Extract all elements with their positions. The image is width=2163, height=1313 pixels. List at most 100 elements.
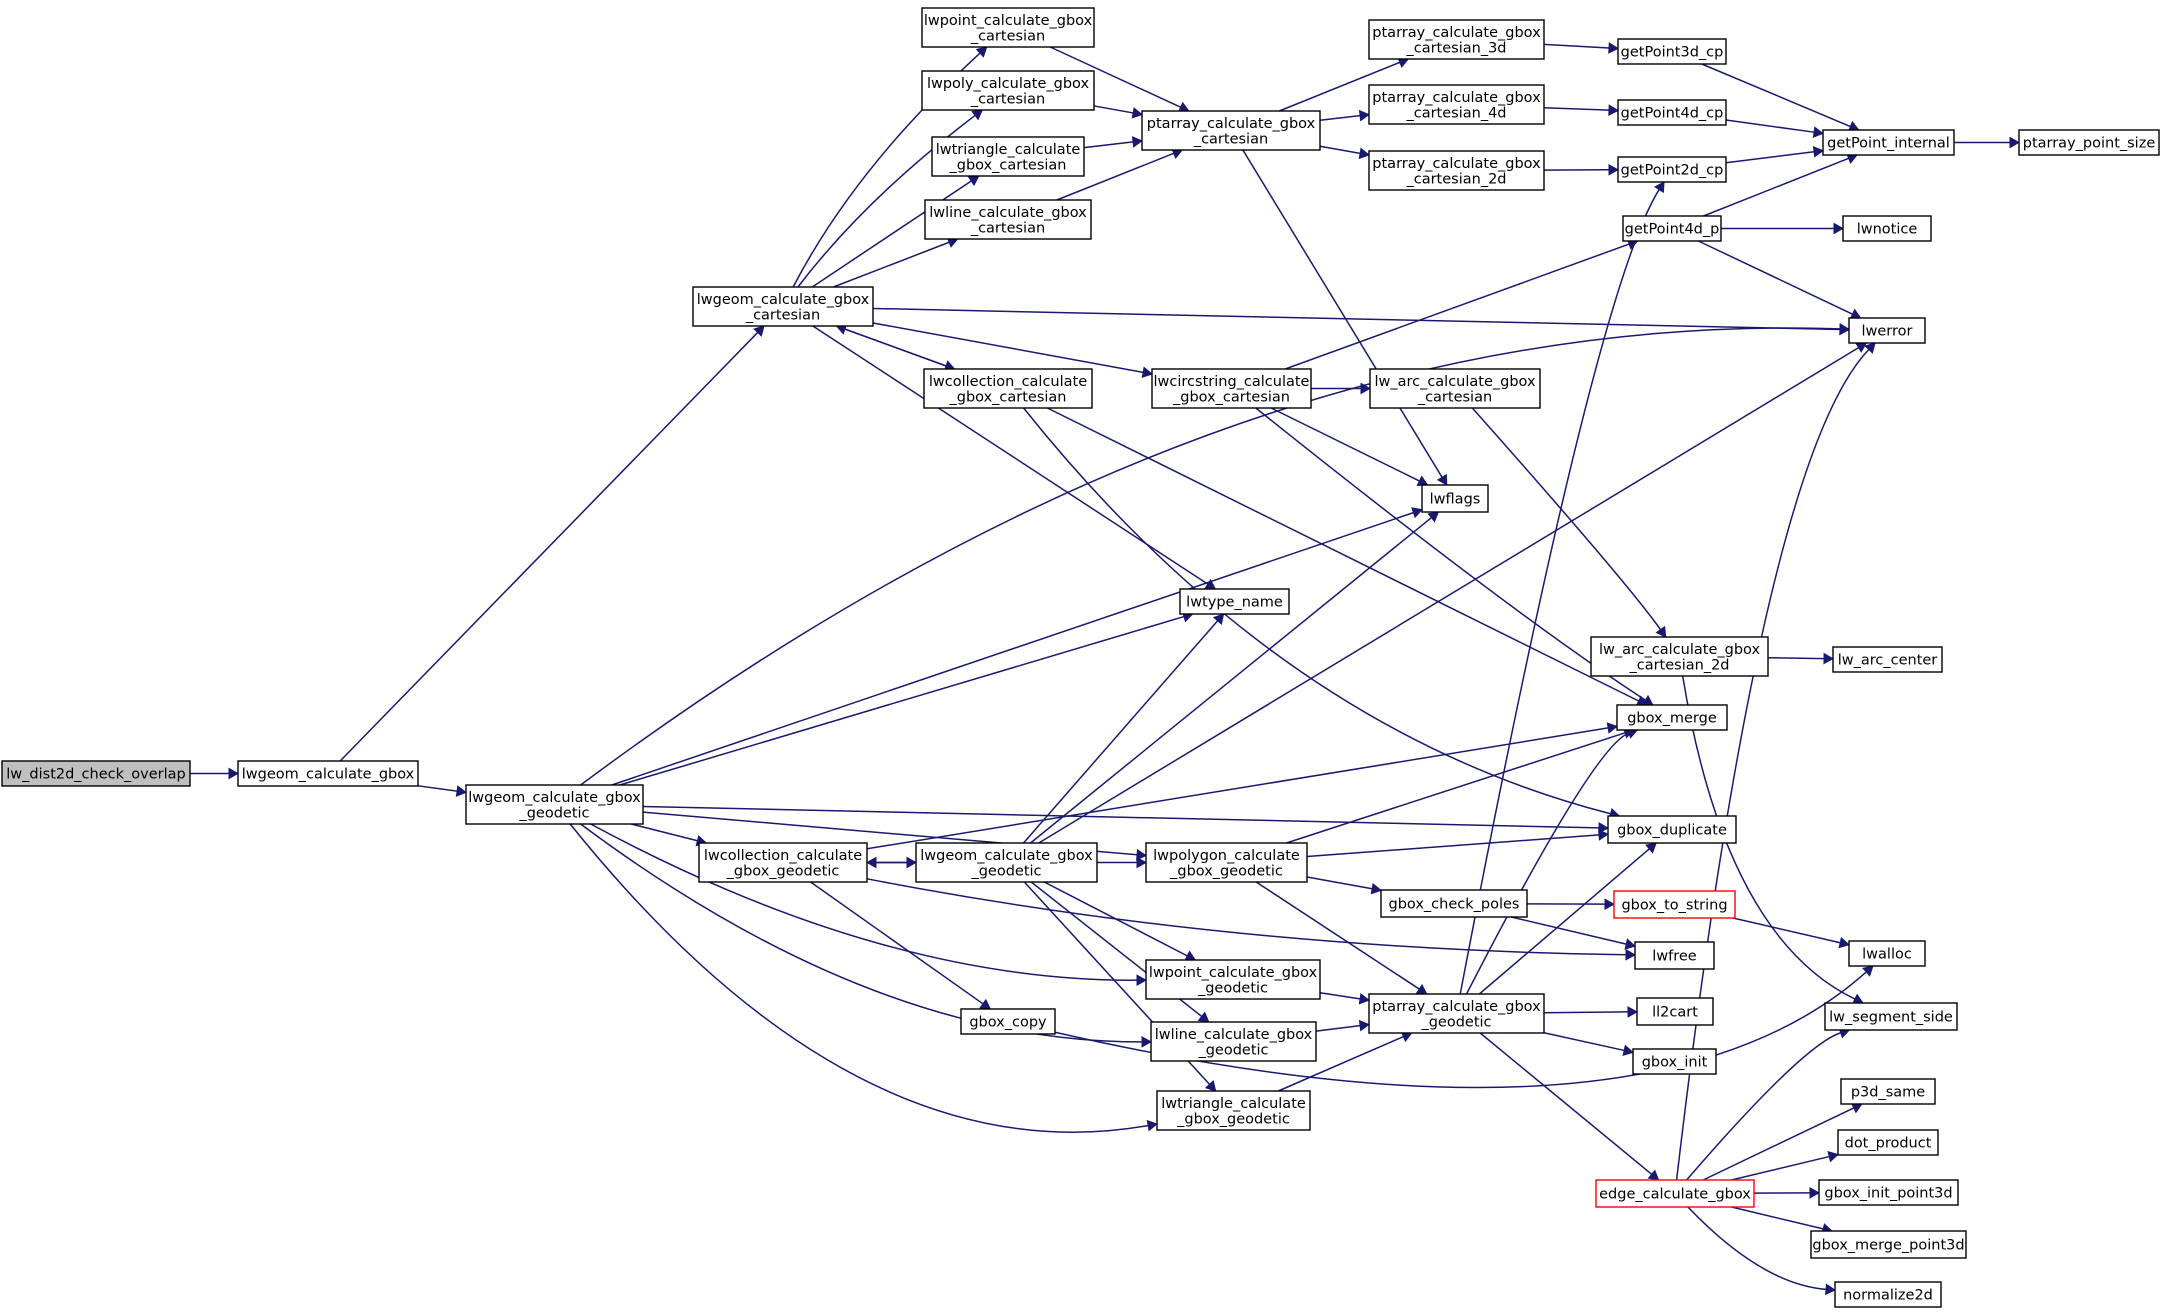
node-gbox-copy[interactable]: gbox_copy [960,1008,1056,1035]
node-gbox-to-string[interactable]: gbox_to_string [1613,890,1736,919]
node-box[interactable] [1634,941,1715,970]
node-getPoint4d-cp[interactable]: getPoint4d_cp [1617,99,1727,126]
node-box[interactable] [923,368,1093,409]
node-box[interactable] [1607,815,1737,844]
node-box[interactable] [1,760,191,787]
node-lwcollection-calculate-gbox-cartesian[interactable]: lwcollection_calculate_gbox_cartesian [923,368,1093,409]
node-lwtype-name[interactable]: lwtype_name [1179,588,1290,615]
node-box[interactable] [1145,959,1321,1000]
node-box[interactable] [1824,1002,1958,1031]
node-box[interactable] [1368,150,1545,191]
node-box[interactable] [921,7,1095,48]
node-gbox-init[interactable]: gbox_init [1632,1048,1717,1075]
node-lw-arc-center[interactable]: lw_arc_center [1832,646,1943,673]
node-lwalloc[interactable]: lwalloc [1848,940,1926,967]
node-box[interactable] [1145,842,1308,883]
node-box[interactable] [1368,84,1545,125]
node-ptarray-calculate-gbox-cartesian-3d[interactable]: ptarray_calculate_gbox_cartesian_3d [1368,19,1545,60]
node-ptarray-calculate-gbox-cartesian-4d[interactable]: ptarray_calculate_gbox_cartesian_4d [1368,84,1545,125]
node-box[interactable] [1848,317,1926,344]
node-lwgeom-calculate-gbox[interactable]: lwgeom_calculate_gbox [237,760,419,787]
node-box[interactable] [1617,99,1727,126]
node-box[interactable] [1156,1090,1311,1131]
node-box[interactable] [237,760,419,787]
node-edge-calculate-gbox[interactable]: edge_calculate_gbox [1595,1179,1755,1208]
node-box[interactable] [931,136,1085,177]
node-box[interactable] [1632,1048,1717,1075]
node-box[interactable] [1622,215,1722,242]
node-ptarray-calculate-gbox-cartesian[interactable]: ptarray_calculate_gbox_cartesian [1141,110,1321,151]
node-getPoint2d-cp[interactable]: getPoint2d_cp [1617,156,1727,183]
node-lwtriangle-calculate-gbox-cartesian[interactable]: lwtriangle_calculate_gbox_cartesian [931,136,1085,177]
node-lwpoint-calculate-gbox-cartesian[interactable]: lwpoint_calculate_gbox_cartesian [921,7,1095,48]
node-box[interactable] [1141,110,1321,151]
node-ptarray-point-size[interactable]: ptarray_point_size [2018,129,2160,156]
node-lwpoint-calculate-gbox-geodetic[interactable]: lwpoint_calculate_gbox_geodetic [1145,959,1321,1000]
node-box[interactable] [1810,1230,1967,1259]
node-box[interactable] [1617,156,1727,183]
node-box[interactable] [1822,129,1955,156]
node-box[interactable] [1617,38,1727,65]
node-gbox-merge-point3d[interactable]: gbox_merge_point3d [1810,1230,1967,1259]
node-ptarray-calculate-gbox-cartesian-2d[interactable]: ptarray_calculate_gbox_cartesian_2d [1368,150,1545,191]
node-getPoint3d-cp[interactable]: getPoint3d_cp [1617,38,1727,65]
node-box[interactable] [1368,993,1545,1034]
node-box[interactable] [1151,368,1312,409]
node-box[interactable] [465,784,644,825]
node-dot-product[interactable]: dot_product [1837,1129,1939,1156]
node-box[interactable] [692,286,874,327]
node-box[interactable] [1595,1179,1755,1208]
node-lw-dist2d-check-overlap[interactable]: lw_dist2d_check_overlap [1,760,191,787]
node-box[interactable] [1380,889,1528,918]
node-box[interactable] [1636,997,1714,1026]
node-gbox-check-poles[interactable]: gbox_check_poles [1380,889,1528,918]
node-gbox-merge[interactable]: gbox_merge [1616,704,1728,731]
node-lwerror[interactable]: lwerror [1848,317,1926,344]
node-box[interactable] [915,842,1098,883]
node-gbox-duplicate[interactable]: gbox_duplicate [1607,815,1737,844]
node-box[interactable] [1368,19,1545,60]
node-box[interactable] [1613,890,1736,919]
node-box[interactable] [1840,1078,1936,1105]
node-lwgeom-calculate-gbox-geodetic[interactable]: lwgeom_calculate_gbox_geodetic [465,784,644,825]
node-lwpolygon-calculate-gbox-geodetic[interactable]: lwpolygon_calculate_gbox_geodetic [1145,842,1308,883]
node-box[interactable] [1616,704,1728,731]
node-lwpoly-calculate-gbox-cartesian[interactable]: lwpoly_calculate_gbox_cartesian [921,70,1095,111]
node-gbox-init-point3d[interactable]: gbox_init_point3d [1818,1179,1959,1206]
node-box[interactable] [1590,636,1769,677]
node-lwgeom-calculate-gbox-geodetic2[interactable]: lwgeom_calculate_gbox_geodetic [915,842,1098,883]
node-box[interactable] [1369,368,1541,409]
node-box[interactable] [1818,1179,1959,1206]
node-box[interactable] [1842,215,1932,242]
node-box[interactable] [1421,484,1489,513]
node-box[interactable] [960,1008,1056,1035]
node-p3d-same[interactable]: p3d_same [1840,1078,1936,1105]
node-lw-arc-calculate-gbox-cartesian[interactable]: lw_arc_calculate_gbox_cartesian [1369,368,1541,409]
node-box[interactable] [1848,940,1926,967]
node-lwline-calculate-gbox-geodetic[interactable]: lwline_calculate_gbox_geodetic [1150,1021,1317,1062]
node-lwnotice[interactable]: lwnotice [1842,215,1932,242]
node-lw-segment-side[interactable]: lw_segment_side [1824,1002,1958,1031]
node-box[interactable] [1832,646,1943,673]
node-box[interactable] [1179,588,1290,615]
node-lwgeom-calculate-gbox-cartesian[interactable]: lwgeom_calculate_gbox_cartesian [692,286,874,327]
node-box[interactable] [921,70,1095,111]
node-lwcircstring-calculate-gbox-cartesian[interactable]: lwcircstring_calculate_gbox_cartesian [1151,368,1312,409]
node-box[interactable] [1150,1021,1317,1062]
node-box[interactable] [1837,1129,1939,1156]
node-box[interactable] [698,842,868,883]
node-getPoint4d-p[interactable]: getPoint4d_p [1622,215,1722,242]
node-lwtriangle-calculate-gbox-geodetic[interactable]: lwtriangle_calculate_gbox_geodetic [1156,1090,1311,1131]
node-ll2cart[interactable]: ll2cart [1636,997,1714,1026]
node-lwcollection-calculate-gbox-geodetic[interactable]: lwcollection_calculate_gbox_geodetic [698,842,868,883]
node-normalize2d[interactable]: normalize2d [1834,1281,1942,1308]
node-lwflags[interactable]: lwflags [1421,484,1489,513]
node-lwfree[interactable]: lwfree [1634,941,1715,970]
node-lwline-calculate-gbox-cartesian[interactable]: lwline_calculate_gbox_cartesian [924,199,1092,240]
node-ptarray-calculate-gbox-geodetic[interactable]: ptarray_calculate_gbox_geodetic [1368,993,1545,1034]
node-getPoint-internal[interactable]: getPoint_internal [1822,129,1955,156]
node-lw-arc-calculate-gbox-cartesian-2d[interactable]: lw_arc_calculate_gbox_cartesian_2d [1590,636,1769,677]
node-box[interactable] [1834,1281,1942,1308]
node-box[interactable] [2018,129,2160,156]
node-box[interactable] [924,199,1092,240]
